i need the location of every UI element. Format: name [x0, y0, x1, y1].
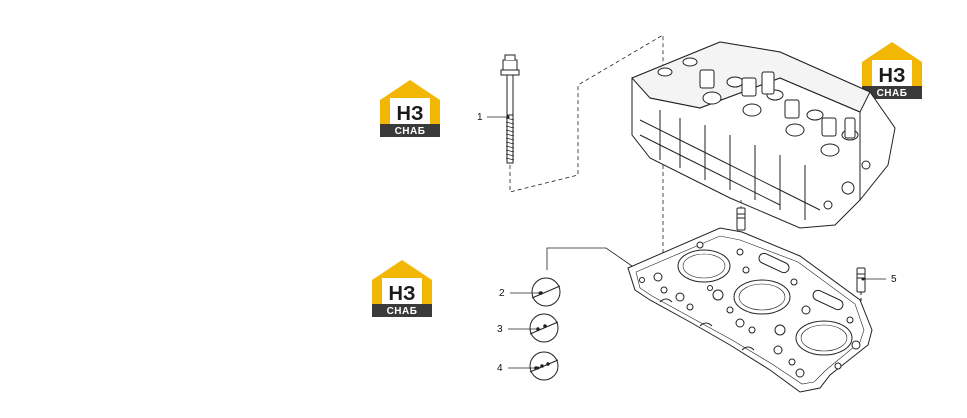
- logo-band: [372, 304, 432, 317]
- callout-3: 3: [497, 324, 540, 335]
- alignment-lines: [509, 34, 664, 271]
- thickness-marker: [529, 351, 559, 381]
- callout-1: 1: [477, 112, 510, 123]
- dowel-pin: [856, 267, 866, 312]
- callout-4: 4: [497, 363, 540, 374]
- callout-2: 2: [499, 288, 542, 299]
- watermark-logo: НЗ СНАБ: [372, 260, 432, 317]
- head-gasket: [627, 227, 873, 393]
- logo-panel: [872, 60, 912, 88]
- thickness-marker: [531, 277, 561, 307]
- logo-band: [862, 86, 922, 99]
- logo-sub-text: СНАБ: [387, 306, 418, 317]
- thickness-marker: [529, 313, 559, 343]
- logo-main-text: НЗ: [397, 103, 424, 125]
- leader-line: [546, 247, 633, 270]
- callout-number: 2: [499, 288, 505, 299]
- callout-number: 3: [497, 324, 503, 335]
- logo-panel: [382, 278, 422, 306]
- logo-main-text: НЗ: [879, 65, 906, 87]
- logo-panel: [390, 98, 430, 126]
- cylinder-head: [631, 41, 896, 229]
- logo-band: [380, 124, 440, 137]
- head-bolt: [500, 54, 520, 164]
- watermark-logo: НЗ СНАБ: [862, 42, 922, 99]
- logo-sub-text: СНАБ: [877, 88, 908, 99]
- callout-number: 1: [477, 112, 483, 123]
- logo-main-text: НЗ: [389, 283, 416, 305]
- watermark-logo: НЗ СНАБ: [380, 80, 440, 137]
- dowel-pin: [736, 207, 746, 231]
- callout-number: 4: [497, 363, 503, 374]
- callout-5: 5: [861, 274, 897, 285]
- logo-sub-text: СНАБ: [395, 126, 426, 137]
- callout-number: 5: [891, 274, 897, 285]
